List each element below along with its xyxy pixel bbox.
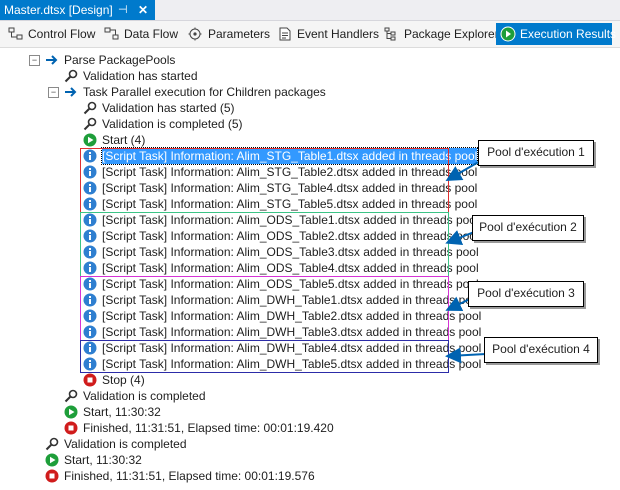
- log-text: [Script Task] Information: Alim_DWH_Tabl…: [102, 293, 482, 307]
- log-text: [Script Task] Information: Alim_DWH_Tabl…: [102, 325, 482, 339]
- log-text: [Script Task] Information: Alim_DWH_Tabl…: [102, 357, 482, 371]
- info-icon: [83, 293, 97, 307]
- pool-3-outline: [80, 276, 449, 341]
- start-icon: [64, 405, 78, 419]
- arrow-right-icon: [65, 87, 77, 97]
- log-text: Validation is completed: [83, 389, 206, 403]
- start-icon: [83, 133, 97, 147]
- validation-search-icon: [64, 389, 78, 403]
- package-explorer-icon: [384, 27, 396, 41]
- pool-1-outline: [80, 148, 449, 213]
- document-tab[interactable]: Master.dtsx [Design] ⊣ ✕: [0, 0, 155, 20]
- log-text: Start, 11:30:32: [83, 405, 161, 419]
- validation-search-icon: [45, 437, 59, 451]
- log-text: [Script Task] Information: Alim_STG_Tabl…: [102, 165, 478, 179]
- info-icon: [83, 149, 97, 163]
- arrow-right-icon: [46, 55, 58, 65]
- document-tab-bar: Master.dtsx [Design] ⊣ ✕: [0, 0, 620, 21]
- log-text: [Script Task] Information: Alim_STG_Tabl…: [102, 181, 478, 195]
- log-text: [Script Task] Information: Alim_ODS_Tabl…: [102, 245, 479, 259]
- parameters-icon: [188, 27, 202, 41]
- tab-label: Control Flow: [28, 27, 96, 41]
- pool-4-outline: [80, 340, 449, 373]
- callout-pool-4: Pool d'exécution 4: [484, 337, 598, 363]
- stop-icon: [64, 421, 78, 435]
- collapse-toggle[interactable]: −: [48, 87, 59, 98]
- stop-icon: [83, 373, 97, 387]
- callout-pool-2: Pool d'exécution 2: [472, 215, 584, 241]
- info-icon: [83, 213, 97, 227]
- log-text: Finished, 11:31:51, Elapsed time: 00:01:…: [83, 421, 334, 435]
- log-text: Start, 11:30:32: [64, 453, 142, 467]
- tab-label: Package Explorer: [404, 27, 499, 41]
- log-text: Finished, 11:31:51, Elapsed time: 00:01:…: [64, 469, 315, 483]
- validation-search-icon: [64, 69, 78, 83]
- tab-label: Event Handlers: [297, 27, 380, 41]
- info-icon: [83, 229, 97, 243]
- tab-label: Data Flow: [124, 27, 179, 41]
- control-flow-icon: [8, 27, 23, 40]
- info-icon: [83, 245, 97, 259]
- info-icon: [83, 309, 97, 323]
- log-text: Validation has started: [83, 69, 198, 83]
- log-text: Start (4): [102, 133, 146, 147]
- node-label: Task Parallel execution for Children pac…: [83, 85, 326, 99]
- info-icon: [83, 325, 97, 339]
- info-icon: [83, 197, 97, 211]
- log-text: Stop (4): [102, 373, 145, 387]
- log-text: Validation is completed (5): [102, 117, 243, 131]
- execution-results-tree: − Parse PackagePools Validation has star…: [0, 48, 620, 490]
- info-icon: [83, 341, 97, 355]
- callout-pool-1: Pool d'exécution 1: [478, 140, 594, 166]
- pool-2-outline: [80, 212, 449, 277]
- log-text: Validation is completed: [64, 437, 187, 451]
- close-icon[interactable]: ✕: [138, 3, 149, 17]
- info-icon: [83, 357, 97, 371]
- start-icon: [45, 453, 59, 467]
- log-text: [Script Task] Information: Alim_STG_Tabl…: [100, 147, 479, 165]
- validation-search-icon: [83, 117, 97, 131]
- tab-label: Execution Results: [520, 27, 617, 41]
- info-icon: [83, 261, 97, 275]
- data-flow-icon: [104, 27, 119, 40]
- log-text: [Script Task] Information: Alim_ODS_Tabl…: [102, 261, 479, 275]
- info-icon: [83, 181, 97, 195]
- log-text: [Script Task] Information: Alim_DWH_Tabl…: [102, 341, 482, 355]
- event-handlers-icon: [279, 27, 291, 41]
- document-tab-title: Master.dtsx [Design]: [4, 3, 113, 17]
- execution-results-icon: [500, 26, 516, 42]
- stop-icon: [45, 469, 59, 483]
- callout-pool-3: Pool d'exécution 3: [468, 281, 584, 307]
- info-icon: [83, 277, 97, 291]
- pin-icon[interactable]: ⊣: [118, 4, 128, 16]
- tab-execution-results[interactable]: Execution Results: [496, 23, 616, 45]
- node-label: Parse PackagePools: [64, 53, 176, 67]
- log-text: [Script Task] Information: Alim_STG_Tabl…: [102, 197, 478, 211]
- designer-toolbar: Control Flow Data Flow Parameters Event …: [0, 21, 620, 48]
- log-text: [Script Task] Information: Alim_DWH_Tabl…: [102, 309, 482, 323]
- info-icon: [83, 165, 97, 179]
- collapse-toggle[interactable]: −: [29, 55, 40, 66]
- log-text: [Script Task] Information: Alim_ODS_Tabl…: [102, 229, 479, 243]
- log-text: Validation has started (5): [102, 101, 235, 115]
- log-text: [Script Task] Information: Alim_ODS_Tabl…: [102, 277, 479, 291]
- log-text: [Script Task] Information: Alim_ODS_Tabl…: [102, 213, 479, 227]
- validation-search-icon: [83, 101, 97, 115]
- tab-label: Parameters: [208, 27, 271, 41]
